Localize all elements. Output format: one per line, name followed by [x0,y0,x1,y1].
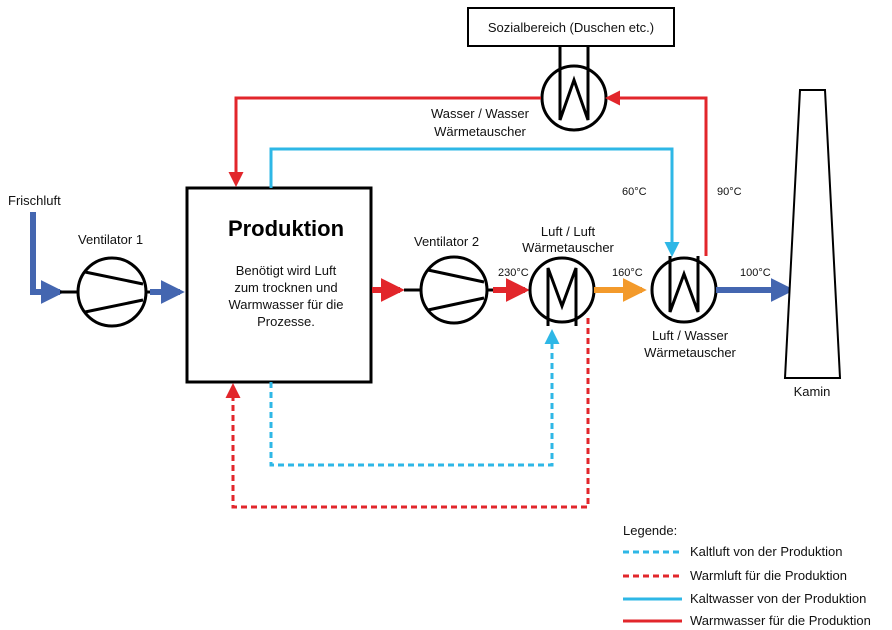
kaltwasser-pipe [269,147,680,257]
sozialbereich-box [467,7,675,47]
produktion-title: Produktion [228,216,344,241]
temp-160-label: 160°C [612,267,643,279]
ventilator2-blades [427,268,485,312]
temp-90-label: 90°C [717,186,742,198]
kamin-chimney [783,89,842,379]
wasser-wasser-label-2: Wärmetauscher [434,124,526,139]
luft-wasser-label-1: Luft / Wasser [652,328,729,343]
sozialbereich-label: Sozialbereich (Duschen etc.) [488,20,654,35]
legend-label-kaltluft: Kaltluft von der Produktion [690,544,842,559]
produktion-box [185,186,373,384]
ventilator1-icon [76,256,148,328]
warmwasser-return-pipe [605,90,708,256]
kaltluft-pipe [269,329,560,467]
wasser-wasser-coil [558,46,590,121]
luft-luft-label-2: Wärmetauscher [522,240,614,255]
luft-luft-label-1: Luft / Luft [541,224,596,239]
luft-wasser-exchanger-icon [650,256,718,324]
produktion-desc-line4: Prozesse. [257,314,315,329]
produktion-desc-line1: Benötigt wird Luft [236,263,337,278]
ventilator2-label: Ventilator 2 [414,234,479,249]
wasser-wasser-label-1: Wasser / Wasser [431,106,530,121]
legend: Legende: Kaltluft von der Produktion War… [623,523,871,628]
luft-luft-coil [546,267,578,326]
luft-luft-exchanger-icon [528,256,596,324]
ventilator2-icon [419,255,489,325]
luft-wasser-label-2: Wärmetauscher [644,345,736,360]
legend-label-warmluft: Warmluft für die Produktion [690,568,847,583]
kamin-label: Kamin [794,384,831,399]
legend-label-kaltwasser: Kaltwasser von der Produktion [690,591,866,606]
produktion-desc-line2: zum trocknen und [234,280,337,295]
temp-230-label: 230°C [498,267,529,279]
temp-100-label: 100°C [740,267,771,279]
warmwasser-supply-pipe [228,96,541,187]
legend-title: Legende: [623,523,677,538]
ventilator1-label: Ventilator 1 [78,232,143,247]
ventilator1-blades [84,270,144,314]
legend-label-warmwasser: Warmwasser für die Produktion [690,613,871,628]
temp-60-label: 60°C [622,186,647,198]
frischluft-label: Frischluft [8,193,61,208]
frischluft-pipe [30,212,65,304]
produktion-desc-line3: Warmwasser für die [228,297,343,312]
luft-wasser-coil [668,256,700,313]
warmluft-pipe [225,318,590,509]
